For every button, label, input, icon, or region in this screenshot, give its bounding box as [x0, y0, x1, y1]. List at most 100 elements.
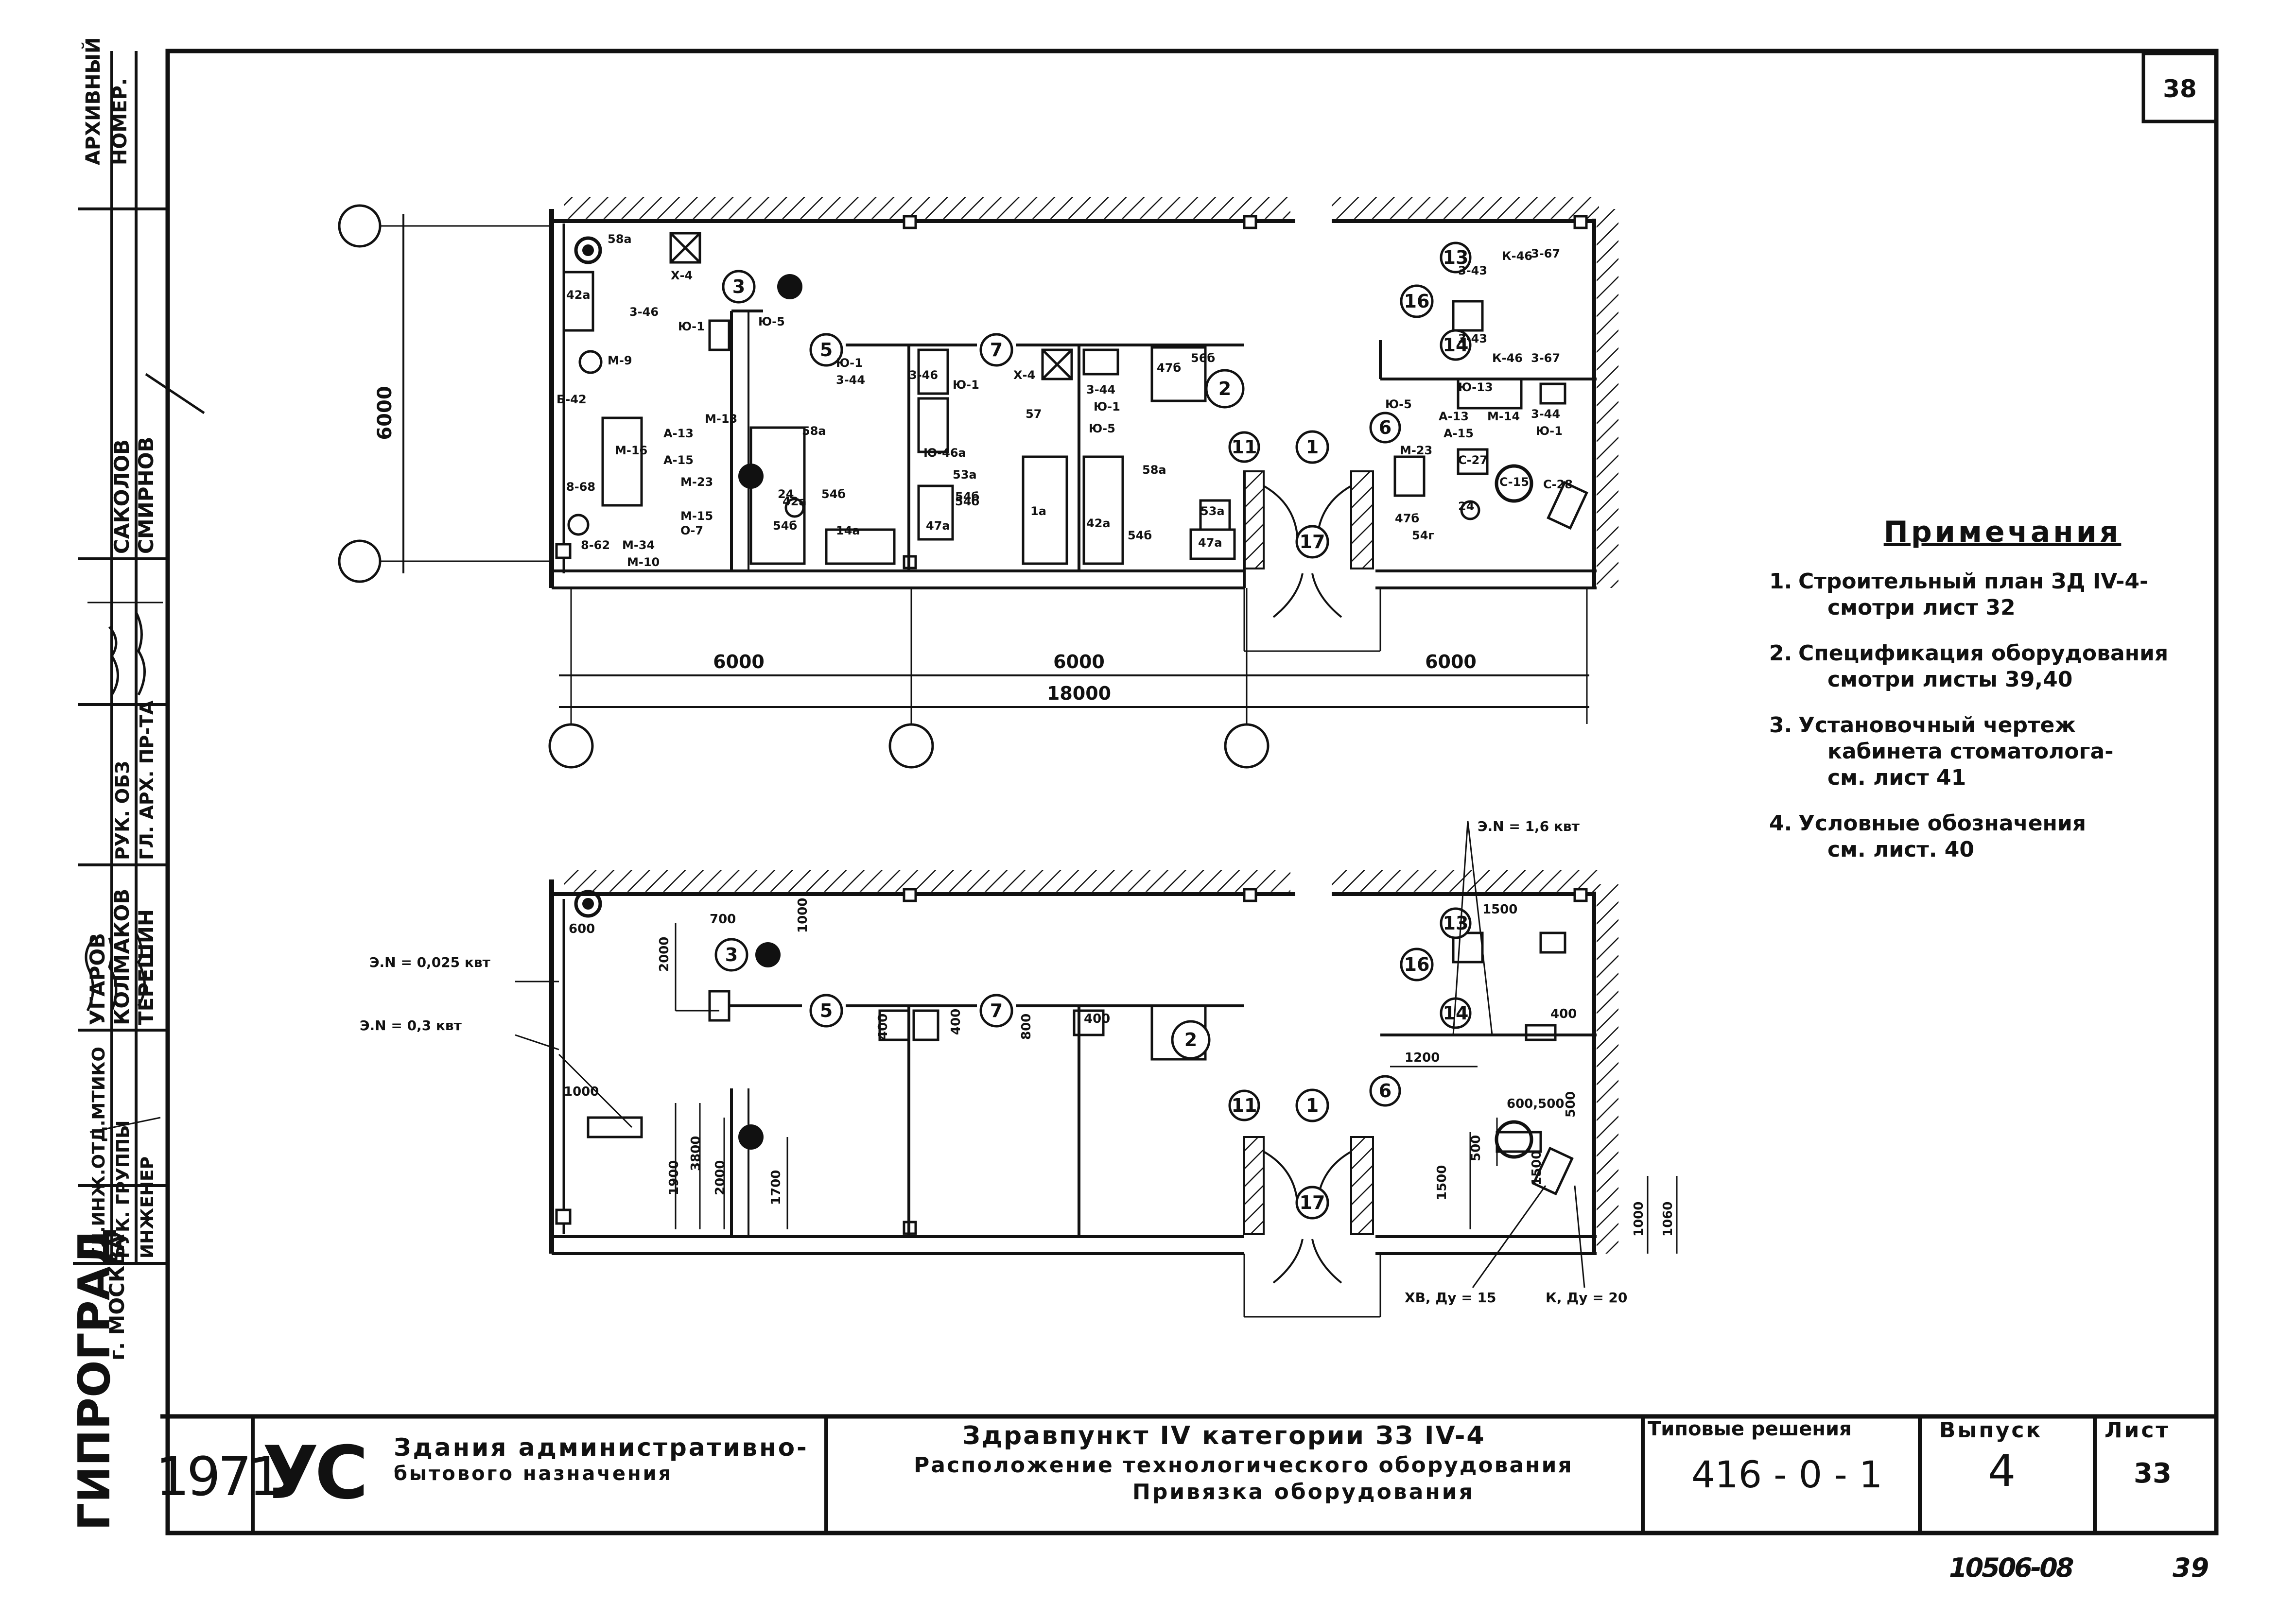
equipment-label: М-14	[1487, 410, 1520, 423]
room-number: 14	[1443, 334, 1469, 356]
equipment-label: 54б	[955, 490, 979, 503]
equipment-label: Ю-1	[836, 356, 863, 370]
note-text: смотри лист 32	[1827, 595, 2016, 620]
equipment-label: Ю-1	[1094, 400, 1120, 414]
dim-height: 6000	[374, 386, 396, 440]
room-number: 16	[1404, 954, 1430, 975]
equipment-label: 1а	[1030, 504, 1046, 518]
equipment-label: М-15	[680, 509, 713, 523]
pipe-label: ХВ, Ду = 15	[1405, 1290, 1496, 1306]
title-block	[160, 1414, 2216, 1533]
power-label: Э.N = 1,6 квт	[1478, 818, 1580, 834]
equipment-label: 3-44	[1086, 383, 1115, 396]
equipment-label: 42а	[566, 288, 591, 302]
equipment-label: 53а	[1200, 504, 1225, 518]
dimension-label: 1060	[1661, 1202, 1675, 1237]
equipment-label: М-34	[622, 538, 655, 552]
dimension-label: 1000	[1632, 1202, 1646, 1237]
equipment-label: 24	[1458, 500, 1474, 513]
room-number: 2	[1184, 1029, 1197, 1051]
equipment-label: Ю-46а	[923, 446, 966, 460]
equipment-label: 3-43	[1458, 264, 1487, 277]
dim-bay1: 6000	[713, 651, 765, 672]
dimension-label: 1500	[1435, 1165, 1449, 1200]
notes-block: Примечания 1.Строительный план ЗД IV-4- …	[1769, 515, 2236, 882]
sheet-label: Лист	[2105, 1418, 2170, 1443]
equipment-label: 3-67	[1531, 247, 1560, 260]
equipment-label: А-15	[1444, 427, 1474, 440]
stamp-role-1: ГЛ.ИНЖ.ОТД.МТИКО	[89, 1047, 109, 1258]
equipment-label: А-13	[663, 427, 694, 440]
title-line-2: Расположение технологического оборудован…	[914, 1453, 1573, 1478]
equipment-label: С-27	[1458, 453, 1488, 467]
equipment-label: 58а	[608, 232, 632, 246]
sheet-number-small: 38	[2163, 75, 2197, 103]
equipment-label: А-15	[663, 453, 694, 467]
equipment-label: 3-67	[1531, 351, 1560, 365]
equipment-label: 42а	[1086, 517, 1111, 530]
room-number: 6	[1379, 1080, 1392, 1102]
dimension-label: 700	[710, 912, 736, 927]
dim-total: 18000	[1047, 683, 1111, 704]
stamp-role-2: РУК. ГРУППЫ	[113, 1120, 133, 1258]
room-number: 11	[1232, 436, 1257, 458]
organization-name: ГИПРОГРАД	[69, 1227, 120, 1531]
dimension-label: 1200	[1405, 1051, 1440, 1065]
equipment-label: 58а	[802, 424, 826, 438]
dimension-label: 1000	[796, 898, 810, 933]
sheet-value: 33	[2134, 1458, 2172, 1489]
dimension-label: 1000	[564, 1085, 599, 1099]
equipment-label: Ю-13	[1458, 380, 1493, 394]
equipment-label: Ю-1	[953, 378, 979, 392]
room-number: 1	[1306, 436, 1319, 458]
pipe-label: К, Ду = 20	[1546, 1290, 1627, 1306]
sheet-frame	[165, 49, 2219, 1535]
dimension-label: 1700	[769, 1170, 783, 1205]
equipment-label: 47б	[1395, 512, 1419, 525]
stamp-role2-1: РУК. ОБЗ	[112, 761, 133, 860]
room-number: 13	[1443, 247, 1469, 268]
equipment-label: Х-4	[671, 269, 693, 282]
room-number: 3	[732, 276, 745, 297]
power-label: Э.N = 0,025 квт	[369, 954, 491, 970]
equipment-label: 24	[778, 487, 794, 501]
title-line-3: Привязка оборудования	[1132, 1480, 1475, 1504]
note-item: 4.Условные обозначения см. лист. 40	[1769, 810, 2236, 863]
power-label: Э.N = 0,3 квт	[360, 1017, 462, 1034]
note-item: 1.Строительный план ЗД IV-4- смотри лист…	[1769, 569, 2236, 621]
equipment-label: М-23	[1400, 444, 1432, 457]
dimension-label: 400	[949, 1009, 963, 1035]
equipment-label: М-9	[608, 354, 632, 367]
dimension-label: 400	[1550, 1007, 1577, 1021]
equipment-label: К-46	[1502, 249, 1532, 263]
equipment-label: С-28	[1543, 478, 1573, 491]
stamp-role2-2: ГЛ. АРХ. ПР-ТА	[136, 700, 157, 860]
dimension-label: 3800	[689, 1136, 703, 1171]
room-number: 17	[1300, 1192, 1325, 1213]
equipment-label: 57	[1026, 407, 1042, 421]
note-number: 4.	[1769, 811, 1792, 836]
equipment-label: М-10	[627, 555, 660, 569]
dimension-label: 600,500	[1507, 1097, 1564, 1111]
room-number: 13	[1443, 913, 1469, 934]
equipment-label: 56б	[1191, 351, 1215, 365]
equipment-label: 54б	[773, 519, 797, 533]
stamp-name-3: ТЕРЕШИН	[134, 909, 158, 1025]
equipment-label: О-7	[680, 524, 703, 537]
equipment-label: М-16	[615, 444, 647, 457]
equipment-label: 58а	[1142, 463, 1166, 477]
dimension-label: 800	[1019, 1014, 1034, 1040]
note-text: Условные обозначения	[1798, 811, 2087, 836]
title-year: 1971	[156, 1446, 283, 1508]
solutions-value: 416 - 0 - 1	[1691, 1453, 1883, 1496]
equipment-label: 3-44	[836, 373, 865, 387]
stamp-role-3: ИНЖЕНЕР	[138, 1156, 157, 1258]
archive-label-1: АРХИВНЫЙ	[81, 37, 104, 165]
equipment-label: 54б	[1128, 529, 1152, 542]
note-number: 1.	[1769, 569, 1792, 594]
equipment-label: 14а	[836, 524, 860, 537]
plan-top: 3 5 7 2 11 1 6 16 13 14 17 58аХ-442аМ-9Б…	[338, 197, 1618, 769]
equipment-label: Б-42	[557, 393, 587, 406]
room-number: 16	[1404, 291, 1430, 312]
